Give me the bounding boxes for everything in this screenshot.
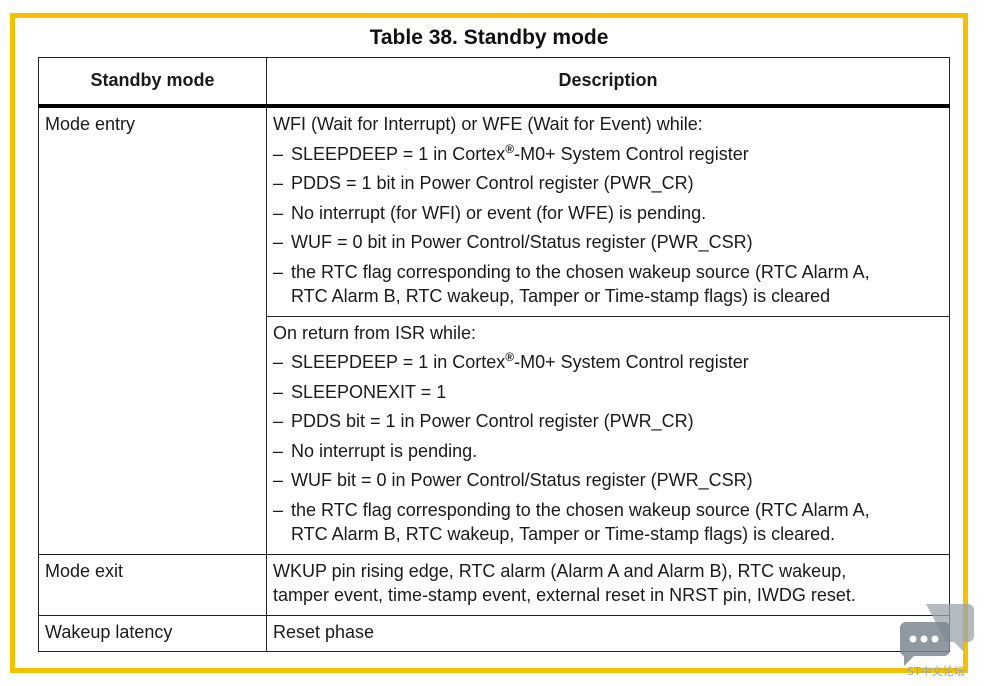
wakeup-latency-label: Wakeup latency — [38, 614, 267, 652]
list-item: –SLEEPDEEP = 1 in Cortex®-M0+ System Con… — [273, 141, 749, 164]
table-header-row: Standby mode Description — [38, 57, 950, 108]
wakeup-latency-cell: Reset phase — [266, 614, 950, 652]
table-row: Mode exit WKUP pin rising edge, RTC alar… — [38, 553, 950, 616]
list-item: –No interrupt (for WFI) or event (for WF… — [273, 202, 707, 223]
list-item: –No interrupt is pending. — [273, 440, 478, 461]
mode-exit-cell: WKUP pin rising edge, RTC alarm (Alarm A… — [266, 553, 950, 616]
table-row: On return from ISR while: –SLEEPDEEP = 1… — [39, 315, 950, 555]
table-row: Wakeup latency Reset phase — [38, 614, 950, 652]
wakeup-latency-value: Reset phase — [273, 621, 375, 642]
watermark-text: ST中文论坛 — [907, 665, 965, 678]
chat-bubble-icon — [899, 604, 974, 666]
document-frame: Table 38. Standby mode Standby mode Desc… — [10, 13, 968, 673]
mode-entry-label: Mode entry — [38, 105, 267, 555]
wfi-intro: WFI (Wait for Interrupt) or WFE (Wait fo… — [273, 114, 703, 134]
mode-exit-line-2: tamper event, time-stamp event, external… — [273, 585, 856, 605]
list-item-continuation: RTC Alarm B, RTC wakeup, Tamper or Time-… — [291, 286, 831, 306]
mode-exit-label: Mode exit — [38, 553, 267, 616]
table-row: Mode entry WFI (Wait for Interrupt) or W… — [38, 105, 950, 555]
header-standby-mode: Standby mode — [38, 57, 267, 108]
list-item: –WUF = 0 bit in Power Control/Status reg… — [273, 232, 753, 252]
isr-intro: On return from ISR while: — [273, 322, 477, 343]
list-item: –SLEEPONEXIT = 1 — [273, 381, 447, 402]
list-item: –PDDS = 1 bit in Power Control register … — [273, 173, 694, 193]
mode-exit-line-1: WKUP pin rising edge, RTC alarm (Alarm A… — [273, 560, 847, 581]
mode-entry-isr-cell: On return from ISR while: –SLEEPDEEP = 1… — [266, 315, 950, 555]
standby-mode-table: Standby mode Description Mode entry WFI … — [38, 57, 950, 652]
header-description: Description — [266, 57, 950, 108]
list-item: –PDDS bit = 1 in Power Control register … — [273, 411, 694, 431]
list-item: –the RTC flag corresponding to the chose… — [273, 499, 870, 520]
table-caption: Table 38. Standby mode — [369, 26, 609, 49]
mode-entry-wfi-cell: WFI (Wait for Interrupt) or WFE (Wait fo… — [266, 105, 950, 317]
list-item-continuation: RTC Alarm B, RTC wakeup, Tamper or Time-… — [291, 524, 836, 544]
list-item: –SLEEPDEEP = 1 in Cortex®-M0+ System Con… — [273, 350, 749, 372]
list-item: –the RTC flag corresponding to the chose… — [273, 261, 870, 282]
list-item: –WUF bit = 0 in Power Control/Status reg… — [273, 470, 753, 490]
